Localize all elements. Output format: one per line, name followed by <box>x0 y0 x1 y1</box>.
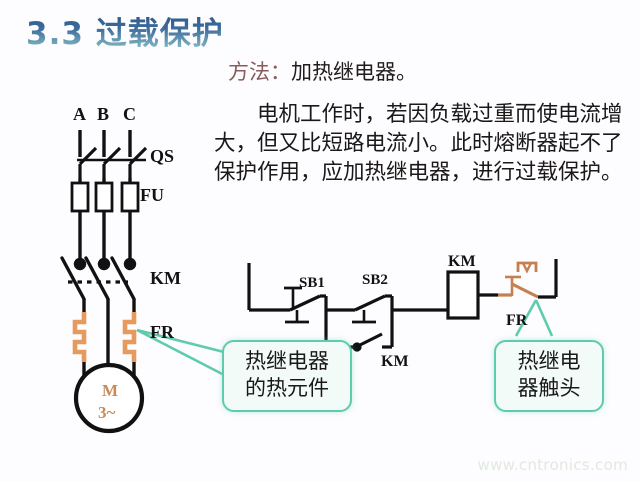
callout-thermal-element: 热继电器 的热元件 <box>222 340 352 412</box>
label-sb2: SB2 <box>362 272 388 288</box>
km-terminal-b <box>97 257 111 271</box>
label-fr-element: FR <box>150 322 174 342</box>
fr-thermal-arrow <box>521 262 533 274</box>
label-km-coil: KM <box>448 253 476 270</box>
motor-letter: M <box>102 381 119 400</box>
km-terminal-a <box>73 257 87 271</box>
fuse-body-c <box>120 181 140 213</box>
label-km-main: KM <box>150 268 181 288</box>
qs-blade-a <box>78 146 98 166</box>
fr-thermal-glyph <box>516 261 538 272</box>
motor-phase: 3~ <box>98 403 116 422</box>
callout-thermal-contact-line2: 器触头 <box>517 376 581 400</box>
leader-right-right <box>534 299 554 337</box>
phase-label-b: B <box>97 104 110 124</box>
body-paragraph: 电机工作时，若因负载过重而使电流增大，但又比短路电流小。此时熔断器起不了保护作用… <box>214 102 623 184</box>
fr-contact-blade <box>511 282 539 299</box>
qs-blade-b <box>102 146 122 166</box>
leader-left-upper <box>136 328 225 354</box>
main-power-circuit <box>78 130 132 157</box>
label-fu: FU <box>140 185 164 205</box>
fr-contact <box>498 261 539 299</box>
fuse-body-b <box>94 181 114 213</box>
fuse-body-a <box>70 181 90 213</box>
method-value: 加热继电器。 <box>291 60 417 84</box>
km-coil-body <box>446 270 480 320</box>
km-terminal-c <box>123 257 137 271</box>
km-blade-a <box>60 256 86 301</box>
callout-leader-lines <box>136 299 554 380</box>
fr-element-a <box>72 312 87 362</box>
label-km-holding: KM <box>381 353 409 370</box>
km-blade-c <box>110 256 136 301</box>
label-fr-contact: FR <box>506 312 528 329</box>
sb1-blade <box>289 294 321 312</box>
phase-label-a: A <box>73 104 86 124</box>
leader-right-left <box>514 299 538 337</box>
qs-blade-c <box>128 146 148 166</box>
leader-left-lower <box>136 328 231 380</box>
km-holding-terminal <box>352 342 362 352</box>
label-sb1: SB1 <box>299 275 325 291</box>
qs-isolating-switch <box>77 146 148 178</box>
control-right-rail <box>538 259 558 299</box>
km-main-contacts <box>60 256 137 312</box>
fu-leads <box>78 178 132 259</box>
fu-fuses <box>70 181 140 213</box>
fr-element-c <box>122 312 137 362</box>
label-qs: QS <box>150 146 175 166</box>
control-circuit <box>247 263 498 352</box>
sb2-blade <box>354 294 386 312</box>
km-blade-b <box>84 256 110 301</box>
callout-thermal-element-line2: 的热元件 <box>245 376 329 400</box>
phase-label-c: C <box>123 104 136 124</box>
motor-symbol <box>73 362 145 434</box>
watermark: www.cntronics.com <box>477 456 628 474</box>
fr-heating-elements <box>72 312 137 362</box>
method-label: 方法： <box>228 60 291 84</box>
callout-thermal-element-line1: 热继电器 <box>245 349 329 373</box>
page-title: 3.3 过载保护 <box>26 8 224 53</box>
method-line: 方法：加热继电器。 <box>228 56 417 86</box>
callout-thermal-contact: 热继电 器触头 <box>494 340 604 412</box>
callout-thermal-contact-line1: 热继电 <box>517 349 581 373</box>
